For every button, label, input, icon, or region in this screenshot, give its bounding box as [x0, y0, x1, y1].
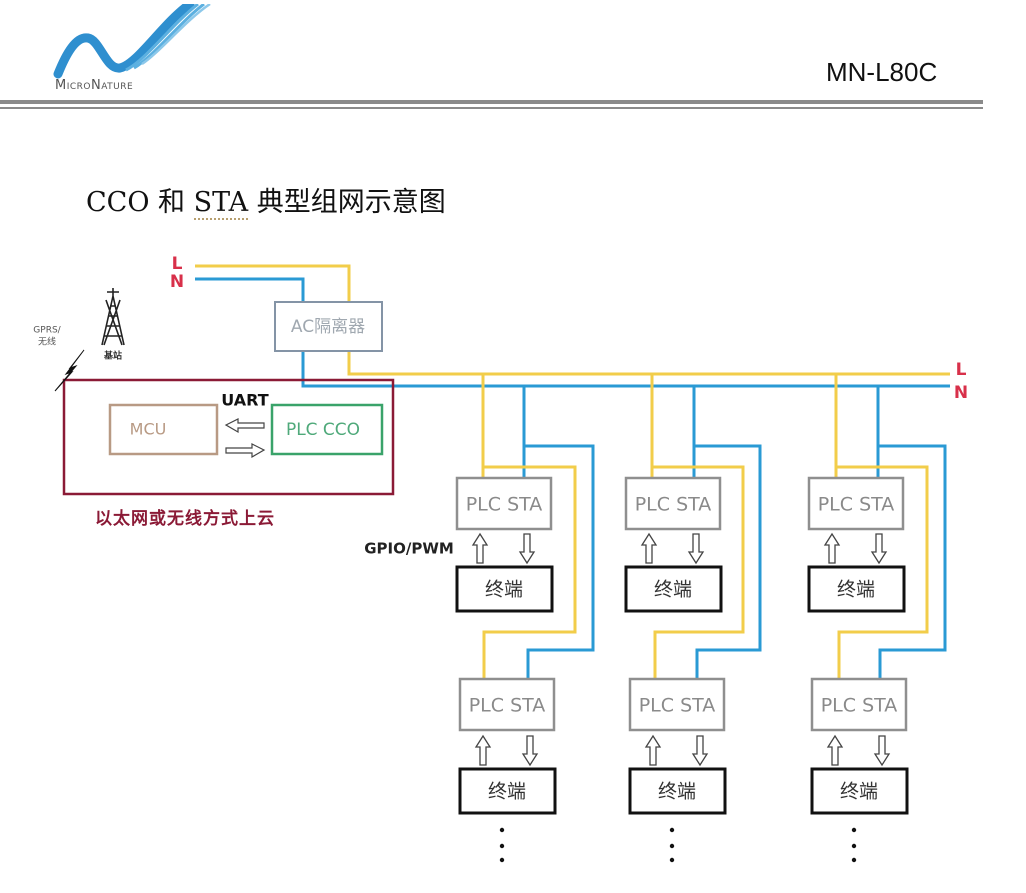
column-2-terminal-label-2: 终端 — [658, 781, 696, 803]
cloud-caption: 以太网或无线方式上云 — [95, 508, 275, 529]
down-arrow-icon-column-1-1 — [518, 533, 536, 565]
down-arrow-icon-column-3-2 — [873, 735, 891, 767]
base-station-label: 基站 — [103, 350, 122, 362]
title-sta-highlight: STA — [193, 187, 249, 220]
mcu-box — [108, 403, 219, 456]
column-1-sta-box-1 — [455, 476, 553, 531]
wireless-lightning-icon — [54, 349, 85, 392]
column-1-terminal-box-1 — [455, 565, 554, 613]
header-rule-thick — [0, 100, 983, 104]
wireless-label-line2: 无线 — [38, 336, 56, 348]
input-neutral-label: N — [170, 272, 184, 292]
gpio-pwm-label: GPIO/PWM — [364, 540, 454, 558]
down-arrow-icon-column-3-1 — [870, 533, 888, 565]
wireless-label-line1: GPRS/ — [33, 326, 61, 336]
column-3-sta-box-1 — [807, 476, 905, 531]
column-3-terminal-box-2 — [810, 767, 909, 815]
column-1-sta-label-2: PLC STA — [469, 695, 546, 717]
cloud-gateway-box — [62, 378, 395, 496]
up-arrow-icon-column-3-2 — [826, 734, 844, 766]
ac-isolator-box — [274, 301, 383, 352]
uart-right-arrow-icon — [225, 443, 266, 459]
neutral-feed-wire — [195, 277, 305, 302]
column-2-sta-box-1 — [624, 476, 722, 531]
column-3-terminal-label-2: 终端 — [840, 781, 878, 803]
down-arrow-icon-column-2-1 — [687, 533, 705, 565]
column-1-terminal-box-2 — [458, 767, 557, 815]
base-station-tower-icon — [101, 288, 125, 346]
column-2-continuation-dot — [669, 857, 675, 863]
plc-cco-box — [270, 403, 384, 456]
column-1-neutral-branch — [524, 444, 595, 679]
uart-label: UART — [221, 391, 268, 410]
column-2-continuation-dot — [669, 827, 675, 833]
input-live-label: L — [172, 254, 183, 274]
column-3-continuation-dot — [851, 827, 857, 833]
wires — [195, 264, 950, 679]
boxes — [62, 301, 909, 815]
bus-live-label: L — [956, 360, 967, 380]
tower-lattice — [101, 288, 125, 346]
up-arrow-icon-column-2-2 — [644, 734, 662, 766]
header-rule-thin — [0, 107, 983, 109]
page-title: CCO 和 STA 典型组网示意图 — [86, 180, 446, 220]
column-3-continuation-dot — [851, 843, 857, 849]
title-prefix: CCO 和 — [86, 187, 194, 218]
column-2-neutral-branch — [694, 444, 762, 679]
column-3-live-branch — [836, 465, 929, 679]
uart-left-arrow-icon — [224, 418, 265, 434]
column-2-sta-box-2 — [628, 677, 726, 732]
micronature-logo — [53, 4, 211, 79]
column-1-terminal-label-2: 终端 — [488, 781, 526, 803]
column-1-continuation-dot — [499, 843, 505, 849]
column-3-terminal-box-1 — [807, 565, 906, 613]
column-1-terminal-label-1: 终端 — [485, 579, 523, 601]
column-2-sta-label-1: PLC STA — [635, 494, 712, 516]
column-1-live-branch — [482, 465, 577, 679]
column-1-sta-label-1: PLC STA — [466, 494, 543, 516]
model-number: MN-L80C — [826, 57, 938, 87]
down-arrow-icon-column-1-2 — [521, 735, 539, 767]
logo-wordmark: MicroNature — [55, 78, 134, 93]
column-3-sta-label-2: PLC STA — [821, 695, 898, 717]
up-arrow-icon-column-1-2 — [474, 734, 492, 766]
labels: PLC STA 终端 PLC STA 终端 PLC STA 终端 PLC STA 终端 PLC … — [33, 254, 968, 863]
column-2-continuation-dot — [669, 843, 675, 849]
mcu-label: MCU — [130, 420, 167, 439]
up-arrow-icon-column-1-1 — [471, 532, 489, 564]
plc-cco-label: PLC CCO — [286, 420, 360, 440]
ac-isolator-label: AC隔离器 — [291, 317, 365, 337]
column-1-continuation-dot — [499, 857, 505, 863]
up-arrow-icon-column-2-1 — [640, 532, 658, 564]
column-3-terminal-label-1: 终端 — [837, 579, 875, 601]
column-2-terminal-box-2 — [628, 767, 727, 815]
neutral-bus-wire — [301, 351, 950, 388]
column-3-continuation-dot — [851, 857, 857, 863]
column-2-terminal-label-1: 终端 — [654, 579, 692, 601]
column-3-neutral-branch — [878, 444, 947, 679]
bus-neutral-label: N — [954, 383, 968, 403]
up-arrow-icon-column-3-1 — [823, 532, 841, 564]
title-suffix: 典型组网示意图 — [248, 187, 446, 218]
column-1-continuation-dot — [499, 827, 505, 833]
down-arrow-icon-column-2-2 — [691, 735, 709, 767]
column-3-sta-label-1: PLC STA — [818, 494, 895, 516]
column-2-live-branch — [652, 465, 745, 679]
column-2-terminal-box-1 — [624, 565, 723, 613]
column-2-sta-label-2: PLC STA — [639, 695, 716, 717]
column-3-sta-box-2 — [810, 677, 908, 732]
column-1-sta-box-2 — [458, 677, 556, 732]
